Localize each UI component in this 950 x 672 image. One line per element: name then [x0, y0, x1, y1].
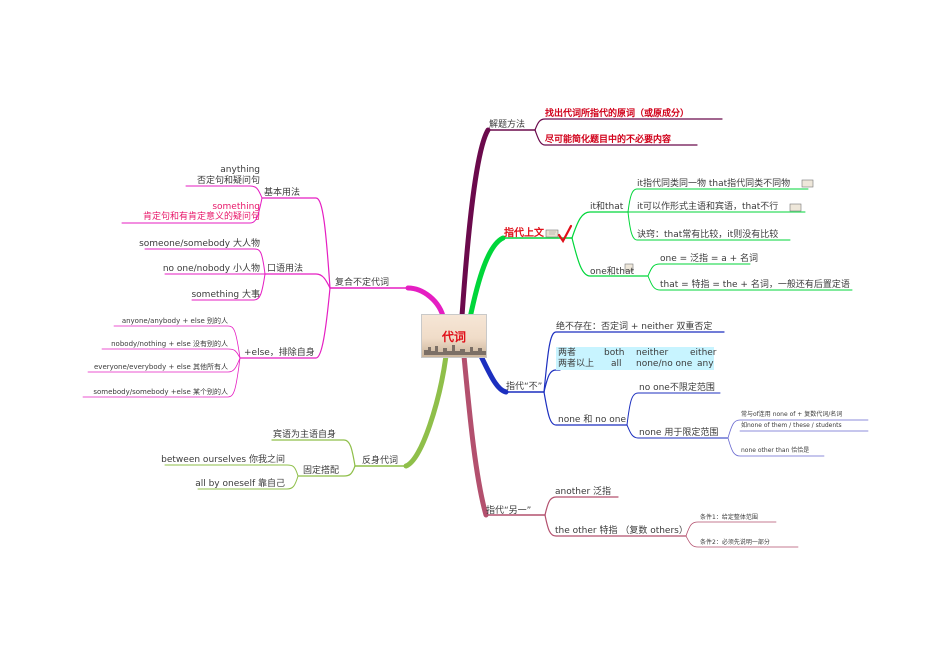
none-sub-1: 常与of连用 none of + 复数代词/名词 — [741, 411, 843, 418]
jiben-something: something — [212, 202, 260, 212]
branch-fanshen[interactable]: 反身代词 — [362, 456, 399, 466]
branch-jieti[interactable]: 解题方法 — [489, 120, 526, 130]
none-item-2[interactable]: none 用于限定范围 — [639, 428, 719, 438]
none-node[interactable]: none 和 no one — [558, 415, 626, 425]
center-node[interactable]: 代词 — [421, 314, 487, 358]
branch-ling[interactable]: 指代“另一” — [486, 506, 532, 516]
table-row1-c3: neither — [636, 348, 669, 358]
table-row1-c4: either — [690, 348, 717, 358]
jieti-item-1: 找出代词所指代的原词（或原成分） — [545, 109, 690, 119]
note-icon-1 — [801, 179, 814, 188]
table-highlight — [556, 347, 714, 370]
branch-line-fanshen — [403, 353, 449, 469]
table-row2-c2: all — [611, 359, 622, 369]
branch-line-ling — [461, 353, 489, 518]
kouyu-item-3: something 大事 — [191, 290, 260, 300]
city-skyline-icon — [424, 345, 486, 355]
none-sub-3: none other than 恰恰是 — [741, 447, 810, 454]
none-item-1: no one不限定范围 — [639, 383, 715, 393]
jiben-node[interactable]: 基本用法 — [264, 188, 301, 198]
guding-node[interactable]: 固定搭配 — [303, 466, 340, 476]
ling-cond-2: 条件2：必须先说明一部分 — [700, 539, 770, 546]
it-that-item-1: it指代同类同一物 that指代同类不同物 — [637, 179, 791, 189]
table-row2-c3: none/no one — [636, 359, 693, 369]
ling-another: another 泛指 — [555, 487, 612, 497]
it-that-item-3: 诀窍：that常有比较，it则没有比较 — [637, 230, 779, 240]
kouyu-item-2: no one/nobody 小人物 — [162, 264, 260, 274]
pencil-icon — [545, 229, 559, 238]
jieti-item-2: 尽可能简化题目中的不必要内容 — [545, 135, 672, 145]
kouyu-item-1: someone/somebody 大人物 — [139, 239, 260, 249]
one-that-node[interactable]: one和that — [590, 267, 635, 277]
jiben-anything: anything — [220, 165, 260, 175]
table-row1-c2: both — [604, 348, 625, 358]
branch-line-jieti — [459, 127, 491, 319]
one-that-item-2: that = 特指 = the + 名词，一般还有后置定语 — [660, 280, 850, 290]
ling-the-other[interactable]: the other 特指 （复数 others） — [555, 526, 688, 536]
center-title: 代词 — [441, 330, 466, 344]
else-item-3: everyone/everybody + else 其他所有人 — [94, 363, 228, 371]
checkmark-icon — [557, 224, 573, 244]
none-sub-2: 如none of them / these / students — [741, 422, 842, 429]
it-that-node[interactable]: it和that — [590, 202, 624, 212]
else-item-1: anyone/anybody + else 别的人 — [121, 317, 228, 325]
else-node[interactable]: +else，排除自身 — [244, 348, 315, 358]
note-icon-2 — [789, 203, 802, 212]
branch-shangwen[interactable]: 指代上文 — [504, 228, 544, 239]
it-that-item-2: it可以作形式主语和宾语，that不行 — [637, 202, 779, 212]
bu-top: 绝不存在：否定词 + neither 双重否定 — [556, 322, 713, 332]
fanshen-binyu: 宾语为主语自身 — [273, 430, 337, 440]
branch-fuhe[interactable]: 复合不定代词 — [335, 278, 390, 288]
note-icon-3 — [624, 263, 634, 272]
jiben-s-desc: 肯定句和有肯定意义的疑问句 — [142, 212, 260, 222]
table-row2-c4: any — [697, 359, 714, 369]
branch-line-shangwen — [467, 235, 506, 321]
jiben-a-desc: 否定句和疑问句 — [196, 176, 260, 186]
ling-cond-1: 条件1：给定整体范围 — [700, 514, 758, 521]
branch-bu[interactable]: 指代“不” — [506, 382, 543, 392]
guding-item-2: all by oneself 靠自己 — [195, 479, 285, 489]
else-item-4: somebody/somebody +else 某个别的人 — [93, 388, 228, 396]
one-that-item-1: one = 泛指 = a + 名词 — [660, 254, 759, 264]
table-row1-c1: 两者 — [558, 348, 577, 358]
else-item-2: nobody/nothing + else 没有别的人 — [111, 340, 228, 348]
kouyu-node[interactable]: 口语用法 — [267, 264, 304, 274]
guding-item-1: between ourselves 你我之间 — [161, 455, 285, 465]
table-row2-c1: 两者以上 — [558, 359, 595, 369]
